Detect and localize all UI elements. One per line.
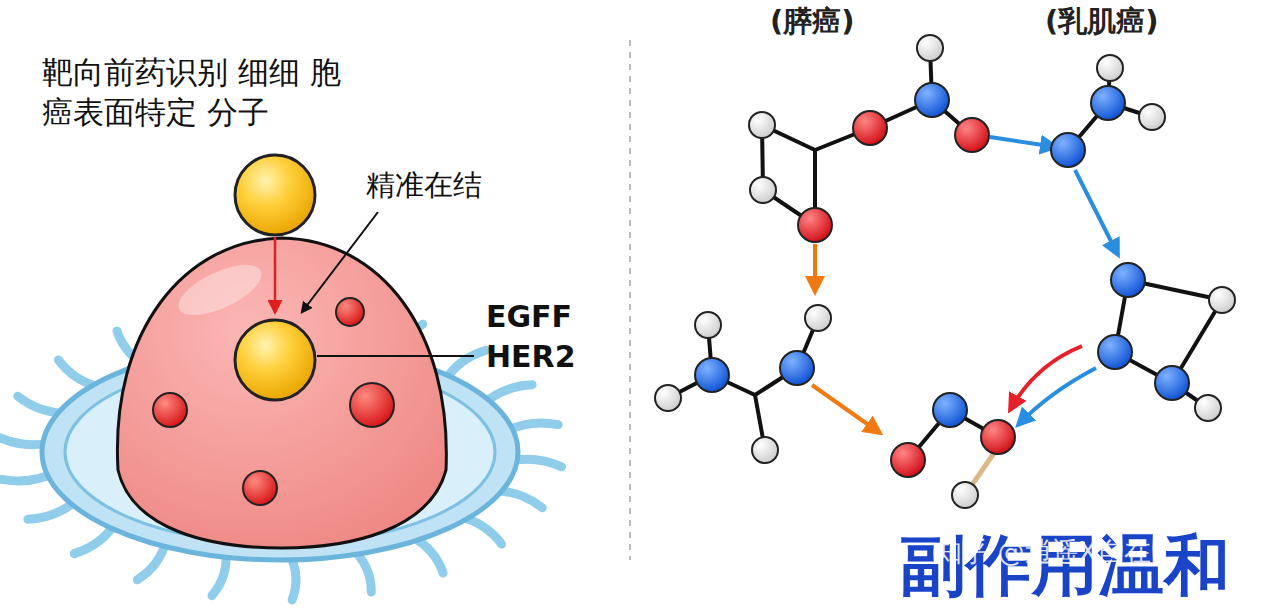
atom — [750, 177, 776, 203]
atom — [933, 393, 967, 427]
atom — [752, 437, 778, 463]
leader-line — [317, 355, 474, 357]
atom — [1051, 133, 1085, 167]
reaction-arrow — [990, 137, 1056, 147]
bound-prodrug — [235, 320, 315, 400]
atom — [1097, 55, 1123, 81]
receptor-label: EGFF — [486, 300, 616, 333]
atom — [1209, 287, 1235, 313]
highlight — [172, 255, 269, 326]
reaction-arrows — [812, 137, 1118, 433]
atom — [798, 208, 832, 242]
atom — [1139, 104, 1165, 130]
atom — [1195, 395, 1221, 421]
molecule-atoms — [655, 35, 1235, 508]
atom — [915, 83, 949, 117]
leader-arrow — [302, 212, 378, 312]
receptor-dot — [153, 393, 187, 427]
atom — [981, 420, 1015, 454]
atom — [749, 112, 775, 138]
atom — [891, 443, 925, 477]
atom — [917, 35, 943, 61]
prodrug-ball — [235, 155, 315, 235]
callout-label: 精准在结 — [366, 168, 526, 203]
atom — [1111, 263, 1145, 297]
cancer-cell-body — [117, 238, 446, 548]
atom — [853, 111, 887, 145]
atom — [695, 358, 729, 392]
bond — [970, 450, 996, 488]
atom — [1091, 86, 1125, 120]
watermark: 知乎 @逍遥X自在 — [935, 536, 1265, 568]
reaction-arrow — [1018, 368, 1096, 425]
atom — [695, 312, 721, 338]
receptor-label: HER2 — [486, 340, 616, 373]
atom — [780, 351, 814, 385]
receptor-dot — [336, 298, 364, 326]
atom — [952, 482, 978, 508]
atom — [805, 305, 831, 331]
atom — [955, 118, 989, 152]
annotation: 靶向前药识别 细细 胞癌表面特定 分子 — [42, 52, 342, 133]
atom — [1155, 366, 1189, 400]
reaction-arrow — [813, 244, 817, 292]
cancer-type-label: (膵癌) — [770, 4, 900, 39]
atom — [1098, 335, 1132, 369]
cancer-type-label: (乳肌癌) — [1045, 4, 1195, 39]
divider — [629, 40, 631, 560]
molecule-bonds — [668, 48, 1222, 460]
receptor-dot — [350, 383, 394, 427]
receptor-dot — [243, 471, 277, 505]
reaction-arrow — [1075, 170, 1118, 255]
reaction-arrow — [812, 385, 880, 433]
atom — [655, 385, 681, 411]
binding-arrow — [274, 237, 277, 312]
